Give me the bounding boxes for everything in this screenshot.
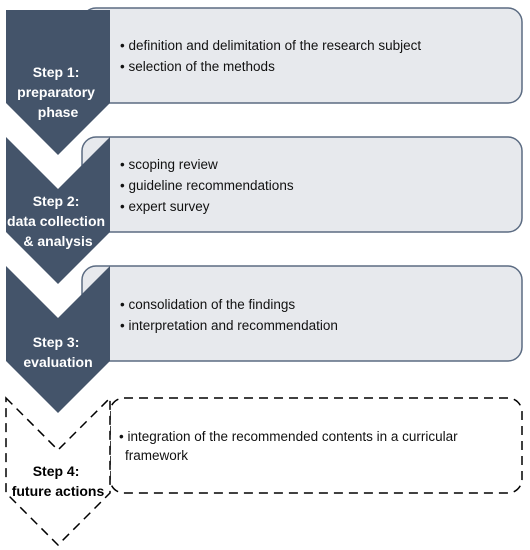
step-1-label-line-3: phase [38, 104, 79, 120]
step-3-bullets: • consolidation of the findings • interp… [120, 297, 338, 333]
step-4-bullet-2: framework [125, 448, 188, 463]
step-3-label-line-2: evaluation [23, 354, 92, 370]
step-3-bullet-2: • interpretation and recommendation [120, 318, 338, 333]
step-1-description-box [81, 7, 523, 104]
step-2-bullet-1: • scoping review [120, 157, 218, 172]
step-3-label-line-1: Step 3: [33, 334, 80, 350]
step-1-bullets: • definition and delimitation of the res… [120, 38, 425, 74]
step-1-chevron [6, 10, 110, 155]
step-4-bullet-1: • integration of the recommended content… [119, 429, 458, 444]
step-2-label-line-2: data collection [7, 213, 105, 229]
step-2-label-line-3: & analysis [23, 233, 92, 249]
step-4-label-line-2: future actions [12, 483, 105, 499]
step-2-bullet-2: • guideline recommendations [120, 178, 294, 193]
step-2-chevron [6, 137, 110, 284]
step-4-label-line-1: Step 4: [33, 463, 80, 479]
step-4-label: Step 4: future actions [12, 463, 105, 499]
step-3-description-box [81, 265, 523, 362]
step-3-label: Step 3: evaluation [23, 334, 92, 370]
step-4-chevron [5, 396, 111, 547]
step-2-bullets: • scoping review • guideline recommendat… [120, 157, 297, 214]
step-1-label-line-2: preparatory [17, 84, 95, 100]
step-2-label-line-1: Step 2: [33, 193, 80, 209]
step-3-chevron [6, 266, 110, 413]
step-1-label-line-1: Step 1: [33, 64, 80, 80]
step-1-group: Step 1: preparatory phase • definition a… [6, 7, 523, 155]
step-1-label: Step 1: preparatory phase [17, 64, 99, 120]
step-4-group: Step 4: future actions • integration of … [5, 396, 523, 547]
step-2-group: Step 2: data collection & analysis • sco… [6, 136, 523, 284]
step-1-bullet-2: • selection of the methods [120, 59, 275, 74]
step-2-bullet-3: • expert survey [120, 199, 210, 214]
step-3-group: Step 3: evaluation • consolidation of th… [6, 265, 523, 413]
step-3-bullet-1: • consolidation of the findings [120, 297, 295, 312]
step-4-bullets: • integration of the recommended content… [119, 429, 461, 463]
step-1-bullet-1: • definition and delimitation of the res… [120, 38, 421, 53]
step-4-description-box [109, 397, 523, 494]
step-2-label: Step 2: data collection & analysis [7, 193, 109, 249]
